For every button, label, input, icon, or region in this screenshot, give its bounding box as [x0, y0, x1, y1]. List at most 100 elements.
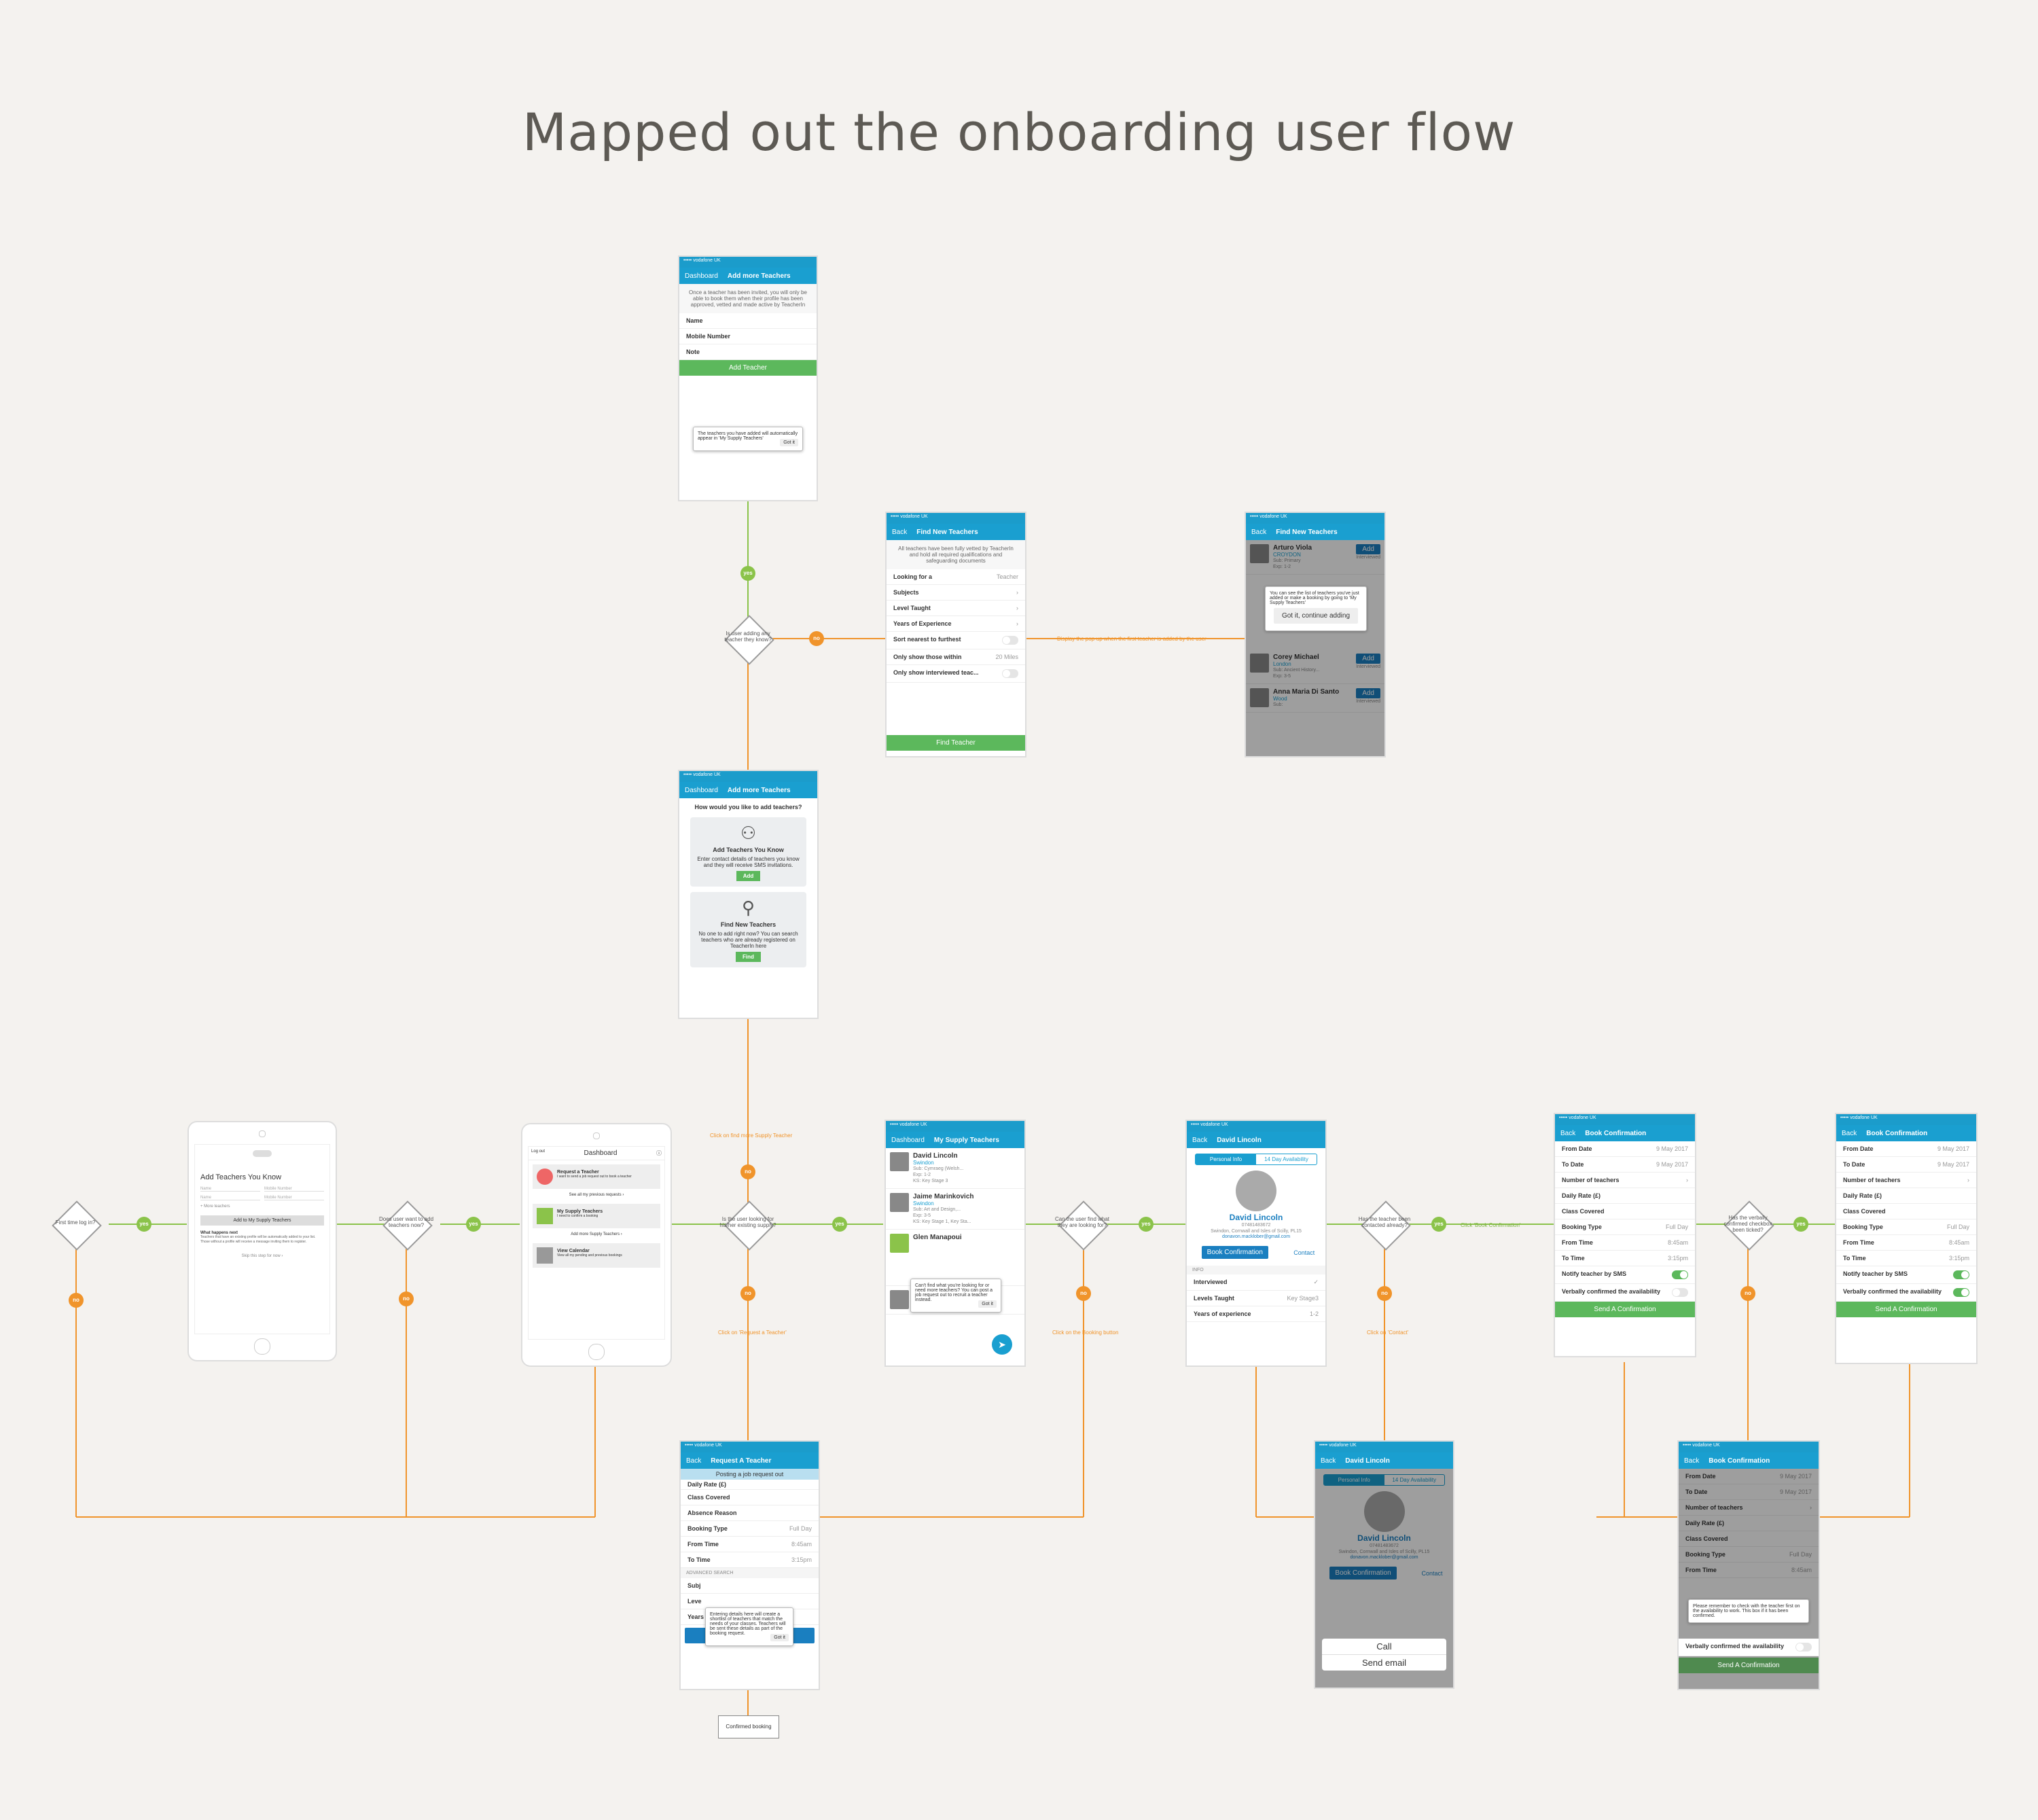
- sort-toggle[interactable]: [1002, 636, 1018, 645]
- book-confirmation-button[interactable]: Book Confirmation: [1329, 1567, 1397, 1580]
- row-interviewed[interactable]: Only show interviewed teac...: [887, 665, 1025, 683]
- call-option[interactable]: Call: [1322, 1639, 1446, 1655]
- add-to-supply-button[interactable]: Add to My Supply Teachers: [200, 1215, 324, 1226]
- row-experience[interactable]: Years of Experience›: [887, 616, 1025, 632]
- tab-personal-info[interactable]: Personal Info: [1324, 1475, 1384, 1485]
- interviewed-toggle[interactable]: [1002, 669, 1018, 678]
- profile-email[interactable]: donavon.macklober@gmail.com: [1350, 1555, 1418, 1560]
- list-item[interactable]: Glen Manapoui: [886, 1230, 1024, 1286]
- back-button[interactable]: Dashboard: [891, 1136, 925, 1144]
- add-button[interactable]: Add: [1356, 688, 1380, 698]
- back-button[interactable]: Dashboard: [685, 786, 718, 794]
- row-sms[interactable]: Notify teacher by SMS: [1836, 1266, 1976, 1284]
- row-daily-rate[interactable]: Daily Rate (£): [681, 1480, 819, 1490]
- row-absence[interactable]: Absence Reason: [681, 1505, 819, 1521]
- back-button[interactable]: Back: [1321, 1457, 1336, 1465]
- find-button[interactable]: Find: [736, 952, 761, 962]
- back-button[interactable]: Back: [686, 1457, 702, 1465]
- tab-availability[interactable]: 14 Day Availability: [1264, 1156, 1308, 1162]
- back-button[interactable]: Back: [1684, 1457, 1700, 1465]
- find-teacher-button[interactable]: Find Teacher: [887, 735, 1025, 751]
- field-mobile[interactable]: Mobile Number: [679, 329, 817, 344]
- book-confirmation-button[interactable]: Book Confirmation: [1201, 1246, 1268, 1259]
- back-button[interactable]: Back: [892, 528, 908, 536]
- row-num-teachers[interactable]: Number of teachers›: [1679, 1500, 1819, 1516]
- tab-availability[interactable]: 14 Day Availability: [1392, 1477, 1437, 1483]
- row-class[interactable]: Class Covered: [1679, 1531, 1819, 1547]
- back-button[interactable]: Dashboard: [685, 272, 718, 280]
- row-subjects[interactable]: Subj: [681, 1578, 819, 1594]
- verbal-toggle[interactable]: [1953, 1288, 1969, 1297]
- back-button[interactable]: Back: [1842, 1129, 1857, 1137]
- row-verbal[interactable]: Verbally confirmed the availability: [1555, 1284, 1695, 1302]
- info-icon[interactable]: ⓘ: [656, 1150, 662, 1156]
- field-note[interactable]: Note: [679, 344, 817, 360]
- row-daily-rate[interactable]: Daily Rate (£): [1836, 1188, 1976, 1204]
- got-it-button[interactable]: Got it: [780, 439, 798, 446]
- profile-email[interactable]: donavon.macklober@gmail.com: [1221, 1234, 1291, 1239]
- tab-personal-info[interactable]: Personal Info: [1196, 1154, 1256, 1164]
- row-sms[interactable]: Notify teacher by SMS: [1555, 1266, 1695, 1284]
- send-confirmation-button[interactable]: Send A Confirmation: [1836, 1302, 1976, 1317]
- add-button[interactable]: Add: [736, 871, 761, 881]
- send-confirmation-button[interactable]: Send A Confirmation: [1679, 1658, 1819, 1673]
- name-field[interactable]: Name: [200, 1196, 260, 1200]
- row-class[interactable]: Class Covered: [681, 1490, 819, 1505]
- more-teachers-link[interactable]: + More teachers: [200, 1205, 230, 1209]
- back-button[interactable]: Back: [1192, 1136, 1208, 1144]
- row-sort[interactable]: Sort nearest to furthest: [887, 632, 1025, 649]
- verbal-toggle[interactable]: [1672, 1288, 1688, 1297]
- row-level[interactable]: Level Taught›: [887, 601, 1025, 616]
- mobile-field[interactable]: Mobile Number: [264, 1196, 324, 1200]
- field-name[interactable]: Name: [679, 313, 817, 329]
- name-field[interactable]: Name: [200, 1187, 260, 1192]
- send-request-icon[interactable]: ➤: [992, 1334, 1012, 1355]
- continue-adding-button[interactable]: Got it, continue adding: [1274, 608, 1358, 624]
- back-button[interactable]: Back: [1560, 1129, 1576, 1137]
- logout-button[interactable]: Log out: [531, 1149, 546, 1154]
- add-button[interactable]: Add: [1356, 654, 1380, 664]
- row-num-teachers[interactable]: Number of teachers›: [1555, 1173, 1695, 1188]
- skip-link[interactable]: Skip this step for now ›: [241, 1254, 283, 1258]
- row-verbal[interactable]: Verbally confirmed the availability: [1836, 1284, 1976, 1302]
- see-all-link[interactable]: See all my previous requests ›: [569, 1193, 624, 1197]
- send-confirmation-button[interactable]: Send A Confirmation: [1555, 1302, 1695, 1317]
- got-it-button[interactable]: Got it: [770, 1634, 789, 1641]
- add-button[interactable]: Add: [1356, 544, 1380, 554]
- mobile-field[interactable]: Mobile Number: [264, 1187, 324, 1192]
- row-daily-rate[interactable]: Daily Rate (£): [1679, 1516, 1819, 1531]
- add-teacher-button[interactable]: Add Teacher: [679, 360, 817, 376]
- sms-toggle[interactable]: [1672, 1270, 1688, 1279]
- contact-button[interactable]: Contact: [1421, 1569, 1443, 1577]
- back-button[interactable]: Back: [1251, 528, 1267, 536]
- row-num-teachers[interactable]: Number of teachers›: [1836, 1173, 1976, 1188]
- row-daily-rate[interactable]: Daily Rate (£): [1555, 1188, 1695, 1204]
- got-it-button[interactable]: Got it: [978, 1300, 997, 1308]
- send-email-option[interactable]: Send email: [1361, 1658, 1407, 1668]
